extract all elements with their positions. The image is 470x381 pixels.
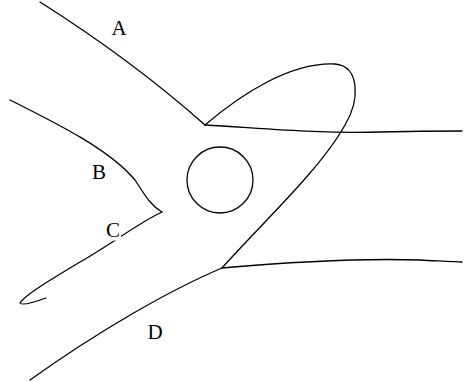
lower-right-line (222, 259, 462, 268)
part-letter: D (146, 322, 163, 343)
upper-curve (40, 2, 205, 125)
loop-curve (205, 64, 355, 268)
part-letter: C (105, 220, 121, 241)
circle-shape (187, 147, 253, 213)
part-letter: B (91, 162, 107, 183)
c-curve (20, 212, 162, 304)
part-letter: A (110, 18, 127, 39)
b-curve (10, 100, 162, 212)
lower-curve (30, 268, 222, 380)
upper-right-line (205, 125, 462, 132)
